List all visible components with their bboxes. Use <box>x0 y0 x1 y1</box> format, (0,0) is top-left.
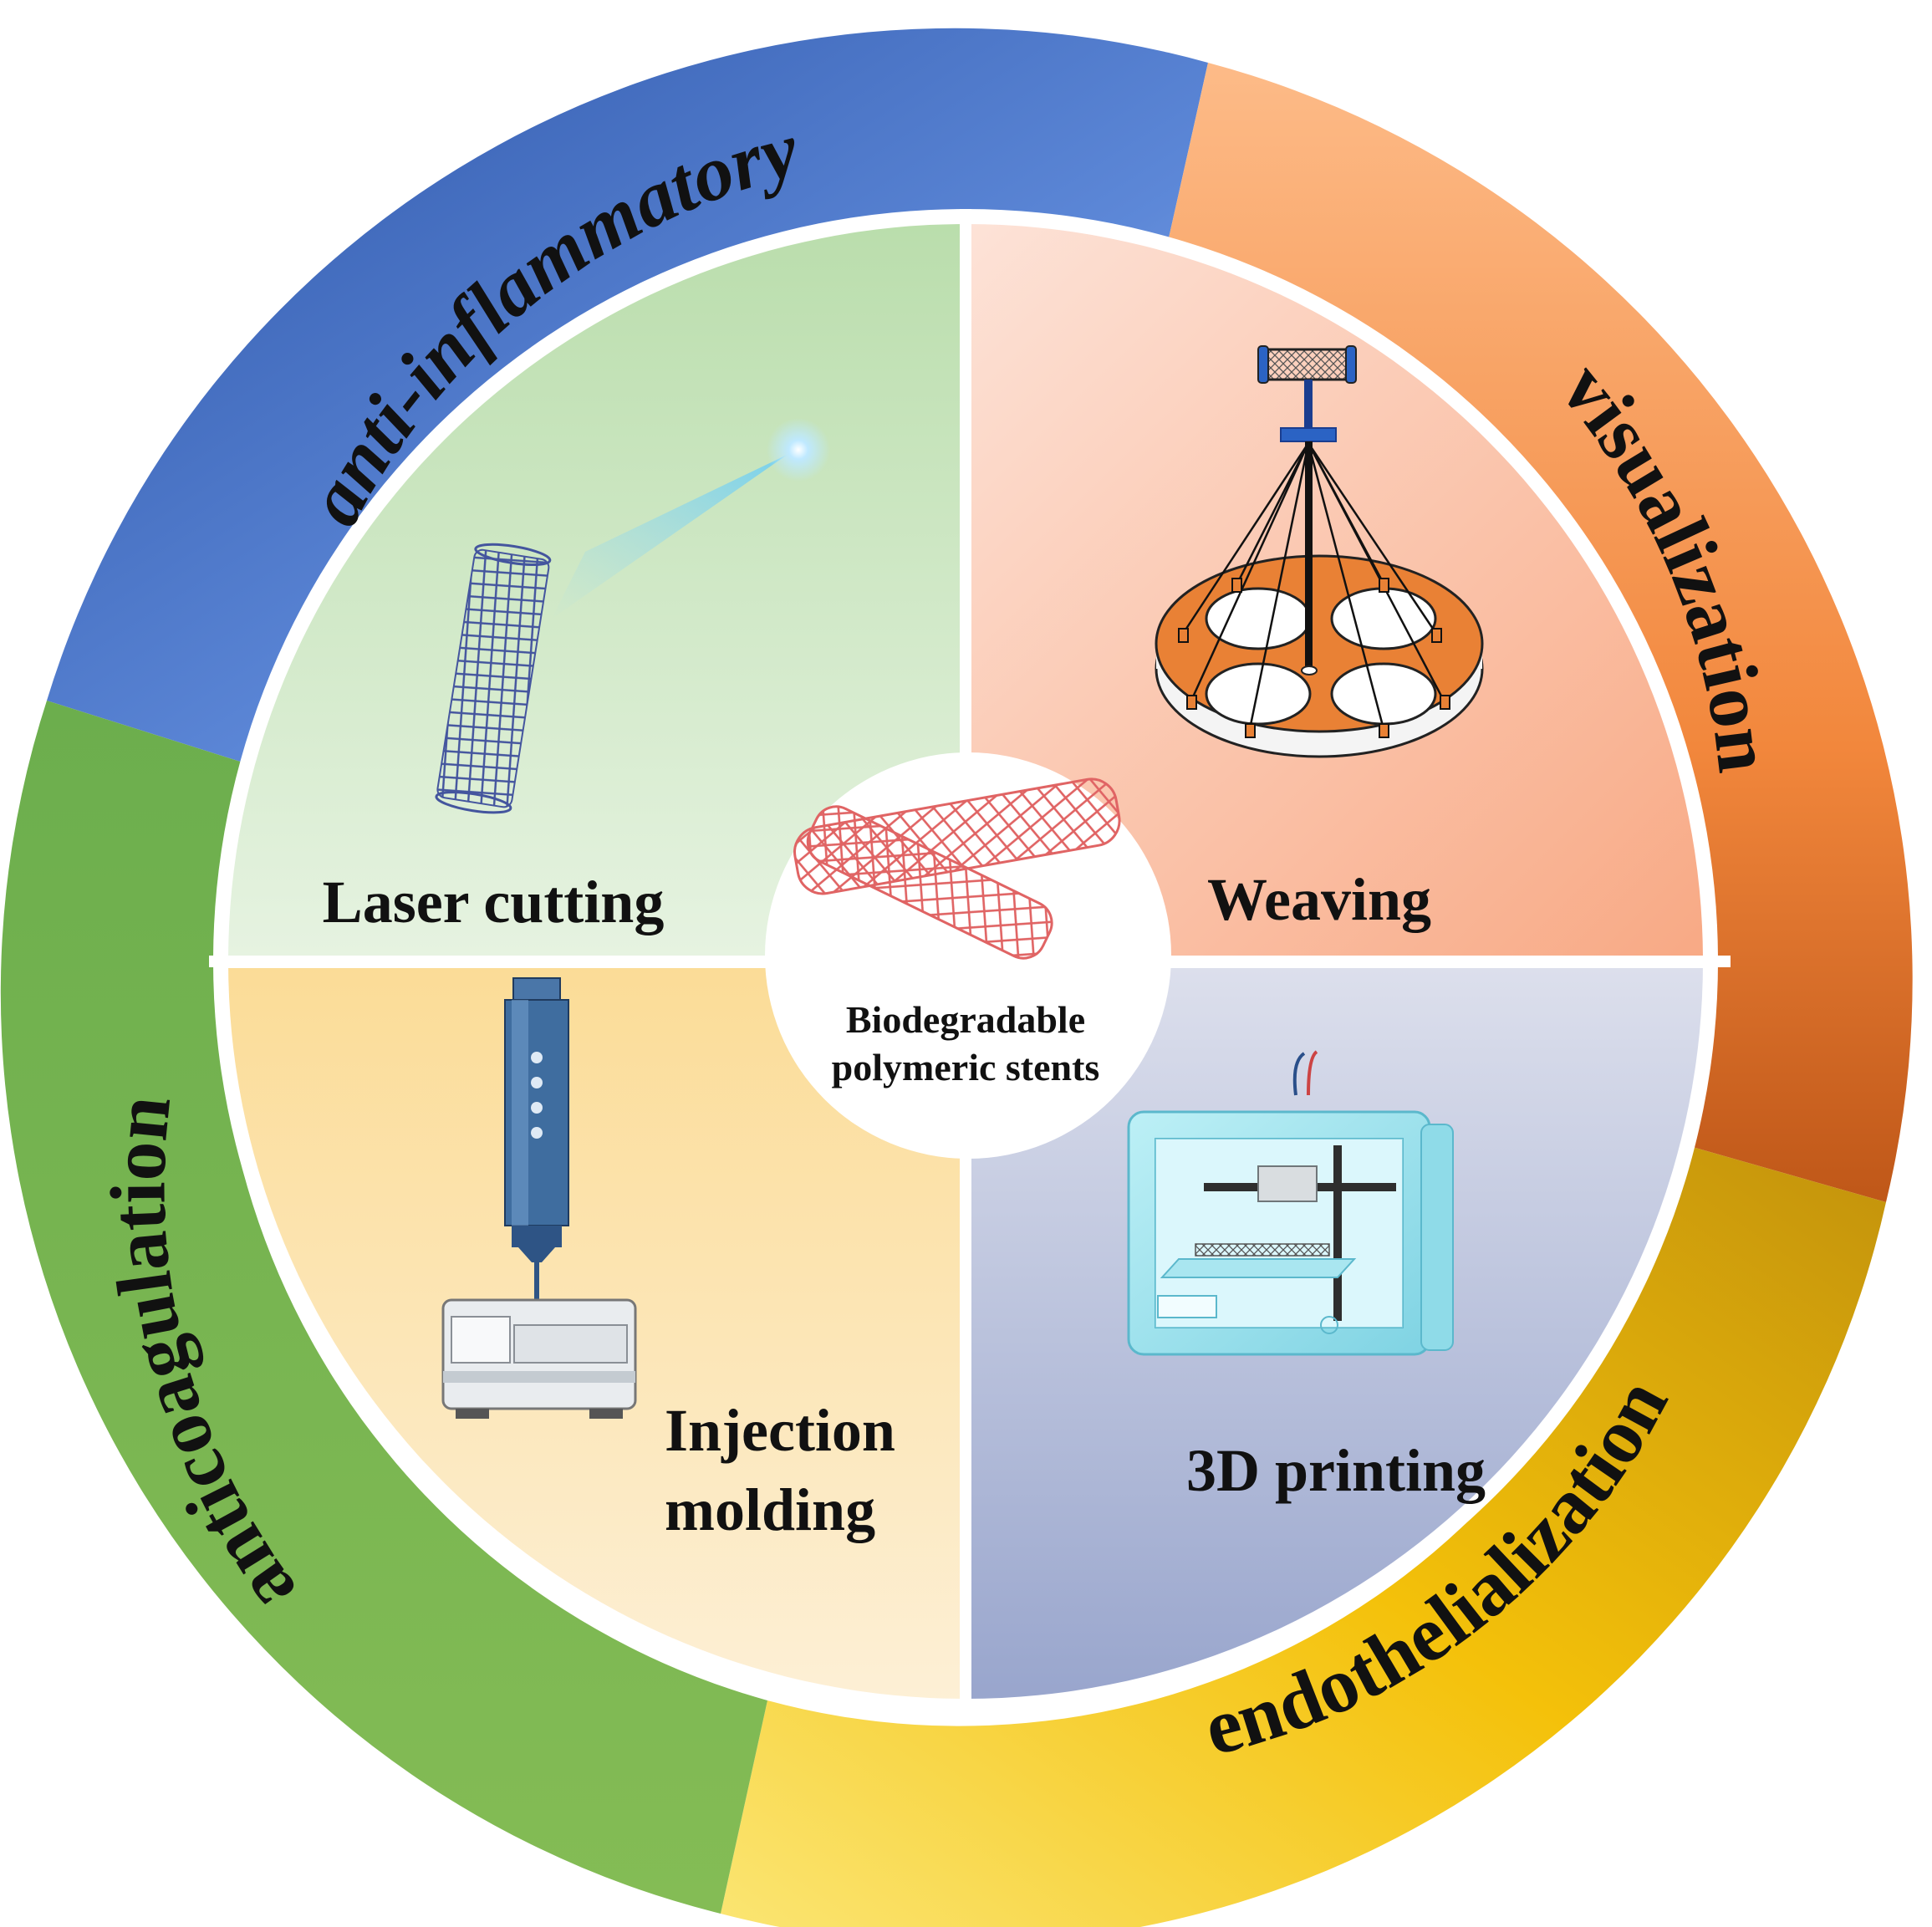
3d-printer-icon <box>1127 1050 1454 1356</box>
polymeric-stent-icon <box>793 777 1121 960</box>
ring-segment-anticoagulation <box>0 701 767 1914</box>
injection-molding-machine-icon <box>441 977 637 1419</box>
label-laser-cutting: Laser cutting <box>323 869 665 935</box>
label-weaving: Weaving <box>1207 866 1431 933</box>
ring-segment-visualization <box>1165 63 1913 1202</box>
laser-cutting-icon <box>435 418 830 814</box>
ring-segment-endothelialization <box>721 1143 1886 1927</box>
center-label-line1: Biodegradable <box>846 998 1085 1041</box>
label-injection-molding-line2: molding <box>665 1476 875 1543</box>
label-injection-molding-line1: Injection <box>665 1397 895 1464</box>
center-label-line2: polymeric stents <box>832 1046 1100 1088</box>
label-3d-printing: 3D printing <box>1186 1437 1486 1504</box>
weaving-machine-icon <box>1155 345 1484 758</box>
